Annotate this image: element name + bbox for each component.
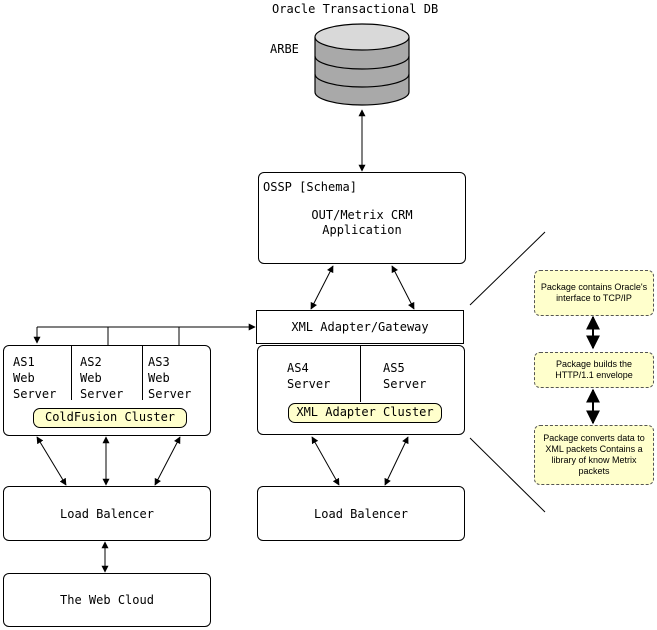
note-xml-packets: Package converts data to XML packets Con… — [534, 425, 654, 485]
ossp-box: OSSP [Schema] OUT/Metrix CRM Application — [258, 172, 466, 264]
load-balancer-left: Load Balencer — [3, 486, 211, 541]
gateway-box: XML Adapter/Gateway — [256, 310, 464, 344]
coldfusion-cluster-label: ColdFusion Cluster — [33, 408, 187, 428]
note-http-envelope-text: Package builds the HTTP/1.1 envelope — [555, 359, 633, 380]
ossp-schema-label: OSSP [Schema] — [263, 180, 357, 194]
note-http-envelope: Package builds the HTTP/1.1 envelope — [534, 352, 654, 388]
as5-line1: AS5 — [383, 361, 405, 375]
xml-divider — [360, 346, 361, 402]
database-title: Oracle Transactional DB — [272, 2, 439, 16]
coldfusion-cluster-box: AS1 Web Server AS2 Web Server AS3 Web Se… — [3, 345, 211, 436]
load-balancer-right: Load Balencer — [257, 486, 465, 541]
arrow-ossp-gateway-left — [310, 265, 334, 310]
arrow-as5-lb — [384, 436, 409, 486]
as1-line1: AS1 — [13, 355, 35, 369]
as2-line2: Web — [80, 371, 102, 385]
cf-divider-1 — [71, 346, 72, 400]
load-balancer-right-label: Load Balencer — [314, 507, 408, 521]
note-oracle-interface-text: Package contains Oracle's interface to T… — [540, 282, 648, 303]
load-balancer-left-label: Load Balencer — [60, 507, 154, 521]
as2-line1: AS2 — [80, 355, 102, 369]
xml-adapter-cluster-box: AS4 Server AS5 Server XML Adapter Cluste… — [257, 345, 465, 435]
arrow-as1-lb — [36, 436, 67, 486]
as4-line2: Server — [287, 377, 331, 391]
gateway-label: XML Adapter/Gateway — [291, 320, 429, 334]
callout-line-bottom — [469, 437, 546, 513]
ossp-app-line2: Application — [322, 223, 402, 237]
note-xml-packets-text: Package converts data to XML packets Con… — [543, 433, 645, 476]
note-oracle-interface: Package contains Oracle's interface to T… — [534, 270, 654, 316]
ossp-app-line1: OUT/Metrix CRM — [311, 208, 413, 222]
as3-line1: AS3 — [148, 355, 170, 369]
arrow-as3-lb — [154, 436, 181, 486]
as1-line3: Server — [13, 387, 57, 401]
as5-line2: Server — [383, 377, 427, 391]
callout-line-top — [469, 231, 546, 306]
arrow-as4-lb — [311, 436, 340, 486]
database-label: ARBE — [270, 42, 299, 56]
cf-divider-2 — [142, 346, 143, 400]
web-cloud-label: The Web Cloud — [60, 593, 154, 607]
as4-line1: AS4 — [287, 361, 309, 375]
xml-adapter-cluster-label: XML Adapter Cluster — [288, 403, 442, 423]
arrow-ossp-gateway-right — [391, 265, 415, 310]
as3-line3: Server — [148, 387, 192, 401]
as3-line2: Web — [148, 371, 170, 385]
database-icon — [314, 23, 410, 106]
as2-line3: Server — [80, 387, 124, 401]
web-cloud-box: The Web Cloud — [3, 573, 211, 627]
as1-line2: Web — [13, 371, 35, 385]
